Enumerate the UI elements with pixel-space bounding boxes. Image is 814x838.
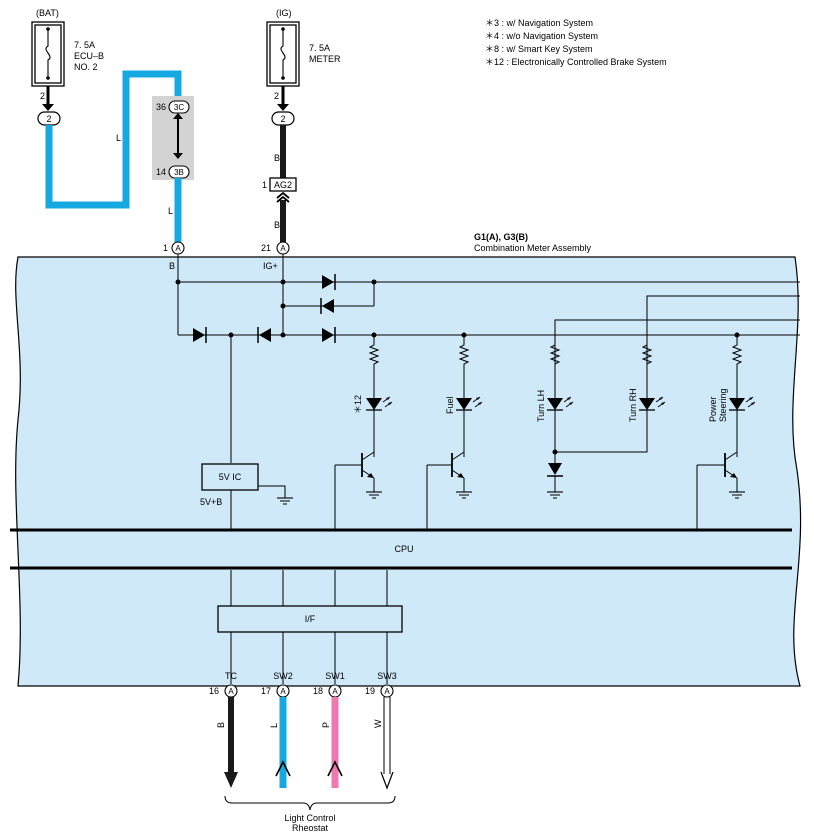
output-tc-conn: A	[228, 687, 234, 696]
bat-fuse-pin: 2	[40, 91, 45, 101]
led-label-power: Power	[708, 396, 718, 422]
output-tc-pin: 16	[209, 686, 219, 696]
output-sw2-name: SW2	[273, 671, 293, 681]
assembly-code: G1(A), G3(B)	[474, 232, 528, 242]
diode-5-icon	[322, 327, 336, 343]
note-4: ＊4 : w/o Navigation System	[485, 31, 598, 41]
notes-legend: ＊3 : w/ Navigation System ＊4 : w/o Navig…	[485, 18, 667, 67]
ag2-pin: 1	[262, 180, 267, 190]
ig-connector-2: 2	[280, 114, 285, 124]
diode-turn-icon	[547, 463, 563, 486]
led-label-steering: Steering	[718, 388, 728, 422]
rheostat-label-2: Rheostat	[292, 823, 329, 833]
pin-b-label: B	[169, 261, 175, 271]
note-12: ＊12 : Electronically Controlled Brake Sy…	[485, 57, 667, 67]
rheostat-bracket	[224, 795, 396, 811]
fuse-ecu-b-no2: (BAT) 7. 5A ECU–B NO. 2 2 2	[31, 8, 104, 126]
output-sw2: SW2 17 A L	[261, 671, 293, 788]
wire-color-ig-lower: B	[274, 220, 280, 230]
ig-fuse-name: METER	[309, 54, 341, 64]
output-tc-wire: B	[216, 722, 226, 728]
bat-fuse-rating: 7. 5A	[74, 40, 95, 50]
diode-3-icon	[193, 327, 207, 343]
meter-panel	[15, 256, 802, 687]
output-sw2-conn: A	[280, 687, 286, 696]
output-sw1-pin: 18	[313, 686, 323, 696]
interface-label: I/F	[305, 614, 316, 624]
pin-ig-conn: A	[280, 244, 286, 253]
output-sw3-name: SW3	[377, 671, 397, 681]
transistor-brake-icon	[335, 451, 375, 486]
cpu-label: CPU	[394, 544, 413, 554]
junction-bottom-pin: 14	[156, 167, 166, 177]
output-sw1-wire: P	[321, 722, 331, 728]
pin-ig-number: 21	[261, 243, 271, 253]
bat-fuse-name-1: ECU–B	[74, 51, 104, 61]
junction-connector-3c-3b: 36 3C 14 3B	[152, 96, 194, 180]
fuse-element-icon	[45, 29, 51, 78]
diode-4-icon	[257, 327, 271, 343]
rheostat-label-1: Light Control	[284, 813, 335, 823]
ig-fuse-pin: 2	[274, 91, 279, 101]
output-sw1-name: SW1	[325, 671, 345, 681]
output-sw3-pin: 19	[365, 686, 375, 696]
output-sw2-wire: L	[269, 723, 279, 728]
junction-bottom-conn: 3B	[174, 168, 184, 177]
ic-5v: 5V IC 5V+B	[200, 463, 286, 530]
output-sw2-pin: 17	[261, 686, 271, 696]
ic-5v-label: 5V IC	[219, 472, 242, 482]
junction-top-pin: 36	[156, 102, 166, 112]
note-3: ＊3 : w/ Navigation System	[485, 18, 593, 28]
cpu-band: CPU	[10, 528, 792, 570]
assembly-title: Combination Meter Assembly	[474, 243, 592, 253]
led-label-fuel: Fuel	[445, 396, 455, 414]
fuse-element-icon	[280, 29, 286, 78]
pin-ig-label: IG+	[263, 261, 278, 271]
diode-2-icon	[320, 298, 334, 314]
output-tc: TC 16 A B	[209, 671, 238, 788]
wire-color-ig-upper: B	[274, 153, 280, 163]
output-sw3-conn: A	[384, 687, 390, 696]
pin-b-conn: A	[175, 244, 181, 253]
note-8: ＊8 : w/ Smart Key System	[485, 44, 593, 54]
ic-5v-output: 5V+B	[200, 497, 222, 507]
output-tc-name: TC	[225, 671, 237, 681]
ig-source-label: (IG)	[276, 8, 292, 18]
wire-bat-blue: L	[45, 70, 182, 209]
transistor-power-steering-icon	[697, 451, 738, 486]
output-sw3: SW3 19 A W	[365, 671, 397, 790]
pin-ig: 21 A	[261, 241, 290, 255]
ig-fuse-rating: 7. 5A	[309, 43, 330, 53]
wire-color-bat-upper: L	[116, 133, 121, 143]
interface-block: I/F	[217, 605, 403, 633]
bat-fuse-name-2: NO. 2	[74, 62, 98, 72]
wire-ig-black: B 1 AG2 B	[262, 125, 297, 242]
bat-source-label: (BAT)	[36, 8, 59, 18]
junction-top-conn: 3C	[174, 103, 184, 112]
led-label-turn-lh: Turn LH	[536, 390, 546, 422]
diode-1-icon	[322, 274, 336, 290]
fuse-meter: (IG) 7. 5A METER 2 2	[266, 8, 341, 126]
led-label-turn-rh: Turn RH	[628, 388, 638, 422]
pin-b: 1 A	[163, 241, 185, 255]
output-sw3-wire: W	[373, 719, 383, 728]
transistor-fuel-icon	[427, 451, 465, 486]
output-sw1: SW1 18 A P	[313, 671, 345, 788]
bat-connector-2: 2	[46, 114, 51, 124]
ag2-label: AG2	[274, 180, 292, 190]
pin-b-number: 1	[163, 243, 168, 253]
output-sw1-conn: A	[332, 687, 338, 696]
wire-color-bat-lower: L	[168, 206, 173, 216]
led-label-brake: ＊12	[353, 395, 363, 414]
